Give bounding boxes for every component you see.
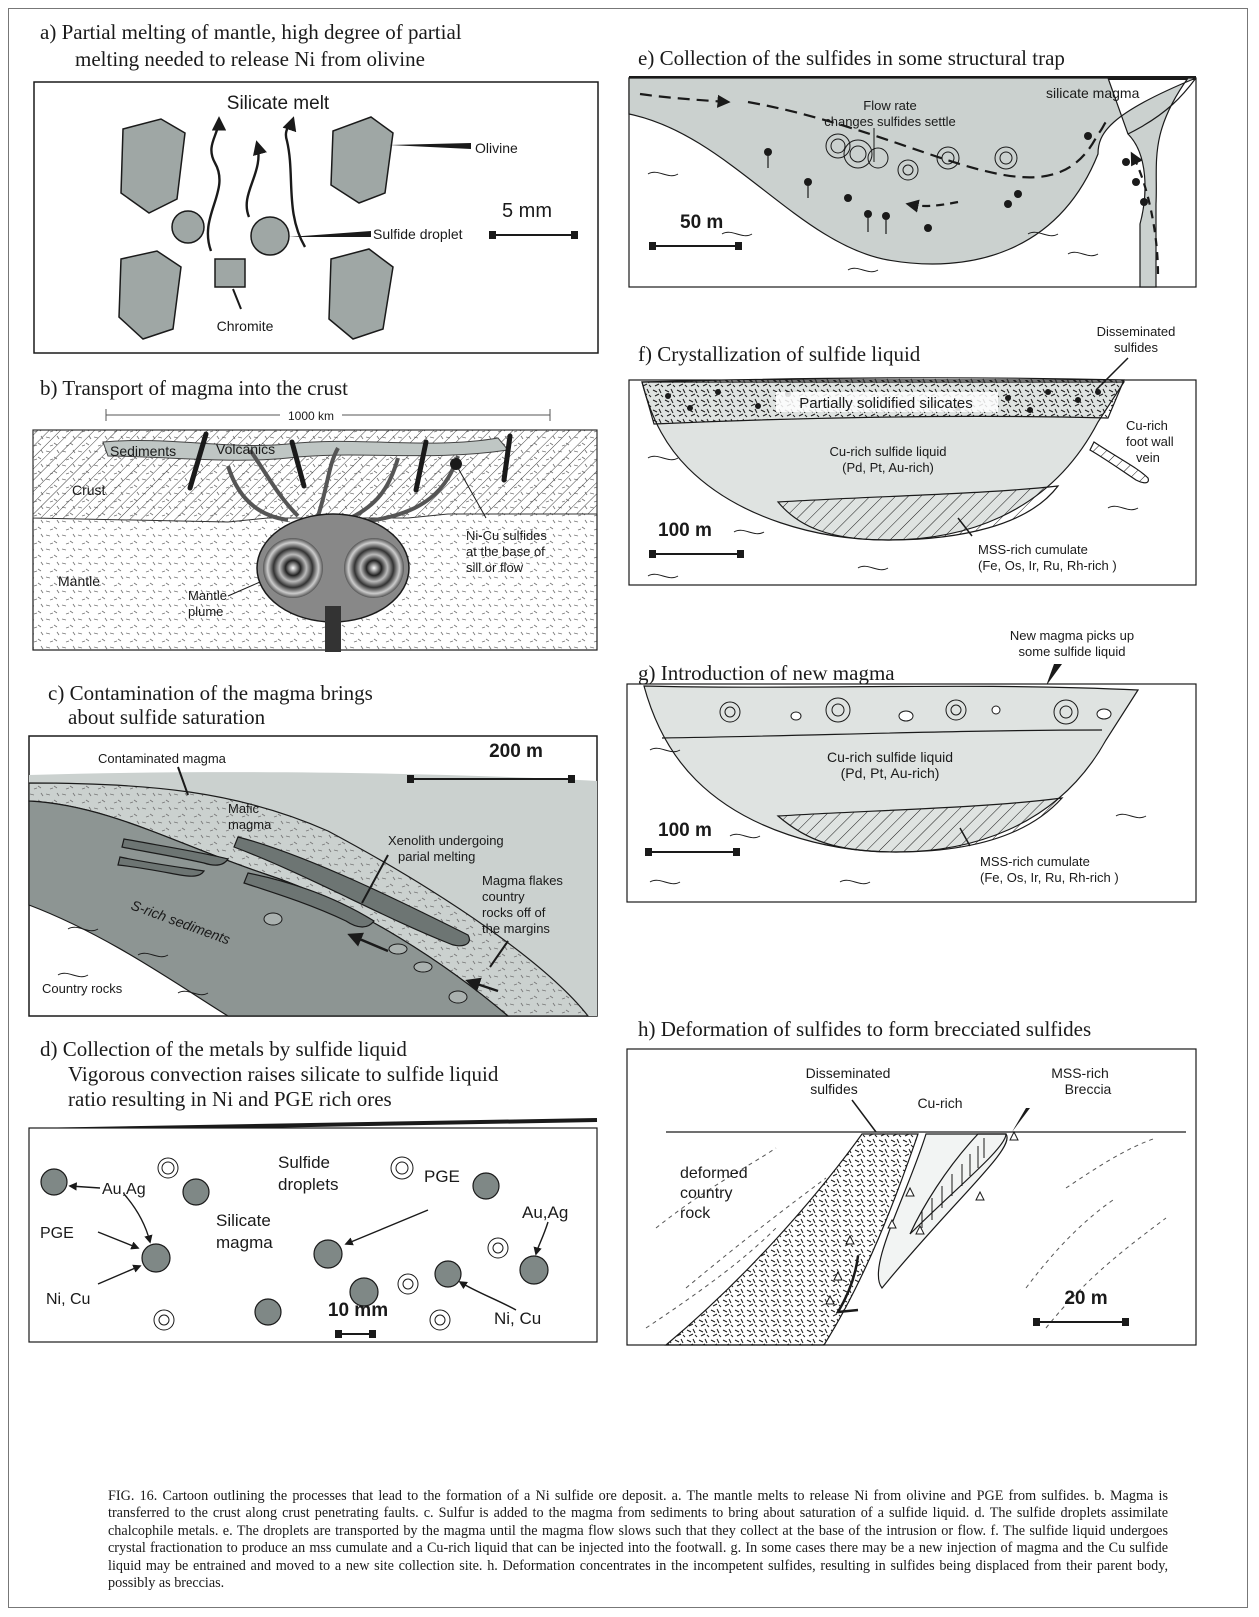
curich-label-3: vein (1136, 450, 1160, 465)
droplets-label-2: droplets (278, 1175, 338, 1194)
silicate-magma-label: silicate magma (1046, 85, 1140, 101)
panel-h-diagram: Disseminated sulfides Cu-rich MSS-rich B… (626, 1048, 1197, 1346)
panel-b-diagram: 1000 km Sediments Volcanics Crust Mantle… (28, 406, 600, 652)
disseminated-label-1: Disseminated (806, 1065, 891, 1081)
panel-c-title-line-1: c) Contamination of the magma brings (48, 681, 373, 706)
scale-label: 200 m (489, 741, 543, 762)
mss-label-2: (Fe, Os, Ir, Ru, Rh-rich ) (978, 558, 1117, 573)
panel-g-diagram: New magma picks up some sulfide liquid C… (626, 620, 1197, 903)
pge-label-left: PGE (40, 1225, 74, 1242)
chromite-label: Chromite (217, 318, 274, 334)
droplets-label-1: Sulfide (278, 1153, 330, 1172)
mantle-plume-label-2: plume (188, 604, 223, 619)
deformed-label-1: deformed (680, 1165, 748, 1182)
mafic-label-2: magma (228, 817, 272, 832)
nicu-label-2: at the base of (466, 544, 545, 559)
mss-label-2: (Fe, Os, Ir, Ru, Rh-rich ) (980, 870, 1119, 885)
liquid-label-2: (Pd, Pt, Au-rich) (842, 460, 934, 475)
disseminated-label-1: Disseminated (1097, 324, 1176, 339)
scale-label: 1000 km (288, 409, 334, 423)
picks-leader (1046, 664, 1062, 686)
country-rocks-label: Country rocks (42, 981, 123, 996)
curich-label-1: Cu-rich (1126, 418, 1168, 433)
scale-label: 10 mm (328, 1300, 388, 1321)
sulfide-droplet (172, 211, 204, 243)
auag-label-left: Au,Ag (102, 1181, 146, 1198)
panel-b-title: b) Transport of magma into the crust (40, 376, 348, 401)
panel-d-title-line-3: ratio resulting in Ni and PGE rich ores (68, 1087, 392, 1112)
panel-a-diagram: Silicate melt Olivine Sulfide droplet Ch… (33, 81, 599, 354)
picks-label-1: New magma picks up (1010, 628, 1134, 643)
picks-label-2: some sulfide liquid (1019, 644, 1126, 659)
crust-label: Crust (72, 482, 106, 498)
deformed-label-3: rock (680, 1205, 711, 1222)
flakes-label-2: country (482, 889, 525, 904)
mss-label-1: MSS-rich cumulate (978, 542, 1088, 557)
scale-label: 5 mm (502, 200, 552, 222)
contaminated-label: Contaminated magma (98, 751, 227, 766)
figure-caption: FIG. 16. Cartoon outlining the processes… (108, 1488, 1168, 1592)
panel-h-title: h) Deformation of sulfides to form brecc… (638, 1017, 1091, 1042)
mss-label-1: MSS-rich (1051, 1065, 1109, 1081)
scale-label: 20 m (1064, 1288, 1107, 1309)
nicu-label-right: Ni, Cu (494, 1309, 541, 1328)
scale-label: 100 m (658, 520, 712, 541)
curich-label-2: foot wall (1126, 434, 1174, 449)
nicu-sulfide-dot (450, 458, 462, 470)
disseminated-label-2: sulfides (1114, 340, 1159, 355)
liquid-label-1: Cu-rich sulfide liquid (829, 444, 946, 459)
panel-d-diagram: Au,Ag PGE Ni, Cu Silicate magma Sulfide … (28, 1114, 598, 1344)
mafic-label-1: Mafic (228, 801, 260, 816)
mantle-plume-label-1: Mantle (188, 588, 227, 603)
mantle-plume-tail (325, 606, 341, 652)
panel-a-title-line-2: melting needed to release Ni from olivin… (75, 47, 425, 72)
disseminated-label-2: sulfides (810, 1081, 857, 1097)
sediments-label: Sediments (110, 443, 176, 459)
pge-label-right: PGE (424, 1167, 460, 1186)
mss-label-1: MSS-rich cumulate (980, 854, 1090, 869)
scale-label: 100 m (658, 820, 712, 841)
mss-label-2: Breccia (1065, 1081, 1112, 1097)
partial-label: Partially solidified silicates (799, 395, 972, 412)
flakes-label-3: rocks off of (482, 905, 546, 920)
flakes-label-4: the margins (482, 921, 550, 936)
panel-c-title-line-2: about sulfide saturation (68, 705, 265, 730)
xenolith-label-2: parial melting (398, 849, 475, 864)
olivine-label: Olivine (475, 140, 518, 156)
flow-rate-label-1: Flow rate (863, 98, 916, 113)
panel-e-diagram: Flow rate changes sulfides settle silica… (628, 74, 1197, 288)
silicate-label-1: Silicate (216, 1211, 271, 1230)
auag-label-right: Au,Ag (522, 1203, 568, 1222)
flow-rate-label-2: changes sulfides settle (824, 114, 956, 129)
curich-label: Cu-rich (917, 1095, 962, 1111)
nicu-label-left: Ni, Cu (46, 1291, 90, 1308)
liquid-label-2: (Pd, Pt, Au-rich) (841, 765, 940, 781)
sulfide-droplet-label: Sulfide droplet (373, 226, 463, 242)
plume-eddy-left (263, 538, 323, 598)
panel-c-diagram: Contaminated magma Mafic magma Xenolith … (28, 735, 598, 1017)
panel-a-title-line-1: a) Partial melting of mantle, high degre… (40, 20, 462, 45)
volcanics-label: Volcanics (216, 441, 275, 457)
mantle-label: Mantle (58, 573, 100, 589)
panel-d-title-line-1: d) Collection of the metals by sulfide l… (40, 1037, 407, 1062)
silicate-label-2: magma (216, 1233, 273, 1252)
liquid-label-1: Cu-rich sulfide liquid (827, 749, 953, 765)
panel-f-diagram: Partially solidified silicates Dissemina… (628, 318, 1197, 586)
silicate-melt-label: Silicate melt (227, 93, 330, 114)
chromite-crystal (215, 259, 245, 287)
plume-eddy-right (344, 538, 404, 598)
scale-label: 50 m (680, 212, 723, 233)
panel-e-title: e) Collection of the sulfides in some st… (638, 46, 1065, 71)
xenolith-label-1: Xenolith undergoing (388, 833, 504, 848)
deformed-label-2: country (680, 1185, 732, 1202)
nicu-label-1: Ni-Cu sulfides (466, 528, 547, 543)
flakes-label-1: Magma flakes (482, 873, 563, 888)
sulfide-droplet (251, 217, 289, 255)
panel-d-title-line-2: Vigorous convection raises silicate to s… (68, 1062, 498, 1087)
nicu-label-3: sill or flow (466, 560, 524, 575)
